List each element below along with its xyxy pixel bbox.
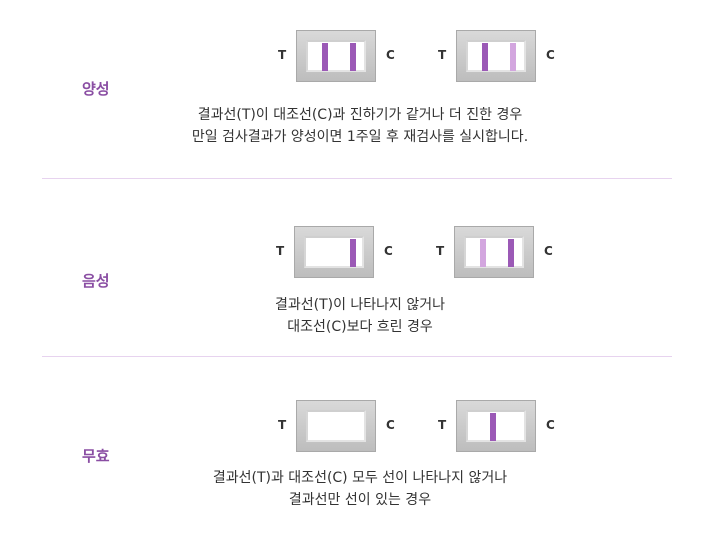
test-cassette (456, 400, 536, 452)
test-line (480, 239, 486, 267)
description-line: 결과선(T)과 대조선(C) 모두 선이 나타나지 않거나 (212, 470, 508, 486)
section-description: 결과선(T)과 대조선(C) 모두 선이 나타나지 않거나 결과선만 선이 있는… (150, 467, 570, 511)
result-window (466, 410, 526, 442)
test-cassette (456, 30, 536, 82)
t-label: T (278, 418, 287, 432)
control-line (350, 43, 356, 71)
t-label: T (278, 48, 287, 62)
description-line: 대조선(C)보다 흐린 경우 (287, 319, 433, 335)
c-label: C (386, 418, 395, 432)
result-window (306, 40, 366, 72)
t-label: T (438, 418, 447, 432)
c-label: C (546, 48, 555, 62)
section-invalid: T C T C 무효 결과선(T)과 대조선(C) 모두 선이 나타나지 않거나… (0, 356, 715, 537)
section-label-positive: 양성 (82, 80, 110, 98)
test-line (490, 413, 496, 441)
section-divider (42, 356, 672, 357)
control-line (508, 239, 514, 267)
c-label: C (546, 418, 555, 432)
test-cassette (454, 226, 534, 278)
section-description: 결과선(T)이 나타나지 않거나 대조선(C)보다 흐린 경우 (150, 294, 570, 338)
section-negative: T C T C 음성 결과선(T)이 나타나지 않거나 대조선(C)보다 흐린 … (0, 178, 715, 356)
test-cassette (296, 30, 376, 82)
t-label: T (436, 244, 445, 258)
c-label: C (544, 244, 553, 258)
control-line (510, 43, 516, 71)
section-positive: T C T C 양성 결과선(T)이 대조선(C)과 진하기가 같거나 더 진한… (0, 0, 715, 178)
description-line: 결과선(T)이 나타나지 않거나 (274, 297, 446, 313)
result-window (466, 40, 526, 72)
description-line: 결과선만 선이 있는 경우 (288, 492, 432, 508)
test-cassette (296, 400, 376, 452)
test-line (322, 43, 328, 71)
c-label: C (384, 244, 393, 258)
section-label-negative: 음성 (82, 272, 110, 290)
section-divider (42, 178, 672, 179)
control-line (350, 239, 356, 267)
description-line: 만일 검사결과가 양성이면 1주일 후 재검사를 실시합니다. (191, 129, 529, 145)
result-window (306, 410, 366, 442)
test-line (482, 43, 488, 71)
t-label: T (276, 244, 285, 258)
description-line: 결과선(T)이 대조선(C)과 진하기가 같거나 더 진한 경우 (197, 107, 523, 123)
c-label: C (386, 48, 395, 62)
section-description: 결과선(T)이 대조선(C)과 진하기가 같거나 더 진한 경우 만일 검사결과… (150, 104, 570, 148)
result-window (304, 236, 364, 268)
result-window (464, 236, 524, 268)
section-label-invalid: 무효 (82, 447, 110, 465)
t-label: T (438, 48, 447, 62)
test-cassette (294, 226, 374, 278)
